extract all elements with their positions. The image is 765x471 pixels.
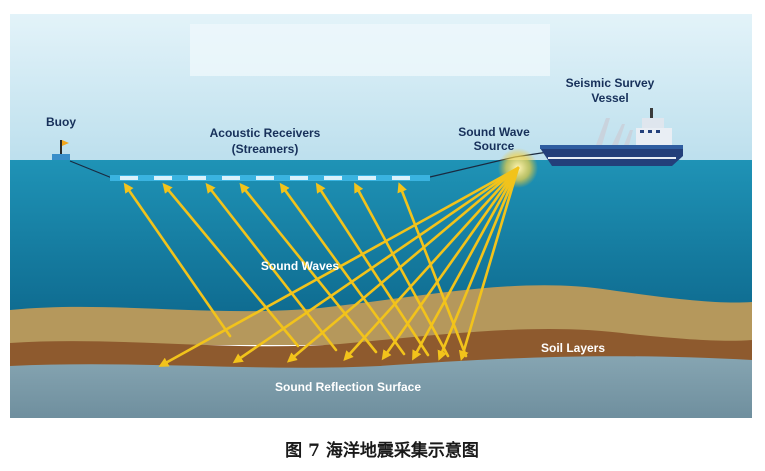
sky-highlight [190, 24, 550, 76]
incident-sound-ray [458, 166, 520, 361]
buoy-tow-line [69, 160, 113, 179]
vessel-label-line2: Vessel [591, 91, 628, 105]
reflected-sound-ray [239, 182, 378, 354]
streamer-cable [110, 175, 430, 181]
reflected-sound-ray [205, 182, 338, 352]
receiver-segment [324, 176, 342, 180]
receivers-label-line1: Acoustic Receivers [210, 126, 321, 140]
reflection-bedrock [10, 356, 752, 418]
figure-caption: 图 7 海洋地震采集示意图 [285, 440, 479, 461]
soil-layers-label: Soil Layers [541, 341, 605, 355]
sound-waves-label: Sound Waves [261, 259, 340, 273]
vessel-label-line1: Seismic Survey [566, 76, 655, 90]
receiver-segment [154, 176, 172, 180]
buoy-label: Buoy [46, 115, 76, 129]
reflected-sound-ray [315, 182, 430, 357]
reflected-sound-ray [279, 182, 406, 356]
reflected-sound-ray [123, 182, 232, 338]
receiver-segment [290, 176, 308, 180]
receivers-label-line2: (Streamers) [232, 142, 299, 156]
reflected-sound-ray [354, 182, 450, 358]
buoy-icon [52, 140, 70, 160]
receiver-segment [120, 176, 138, 180]
incident-sound-ray [381, 166, 520, 361]
receiver-segment [358, 176, 376, 180]
reflection-surface-label: Sound Reflection Surface [275, 380, 421, 394]
reflected-sound-ray [397, 182, 468, 358]
source-label-line2: Source [474, 139, 515, 153]
receiver-segment [392, 176, 410, 180]
receiver-segment [188, 176, 206, 180]
incident-sound-ray [343, 166, 520, 361]
reflected-sound-ray [162, 182, 300, 348]
ship-icon [540, 108, 683, 166]
incident-sound-ray [286, 166, 520, 363]
receiver-segment [256, 176, 274, 180]
source-label-line1: Sound Wave [458, 125, 530, 139]
sound-ray-group [123, 166, 520, 367]
receiver-segment [222, 176, 240, 180]
